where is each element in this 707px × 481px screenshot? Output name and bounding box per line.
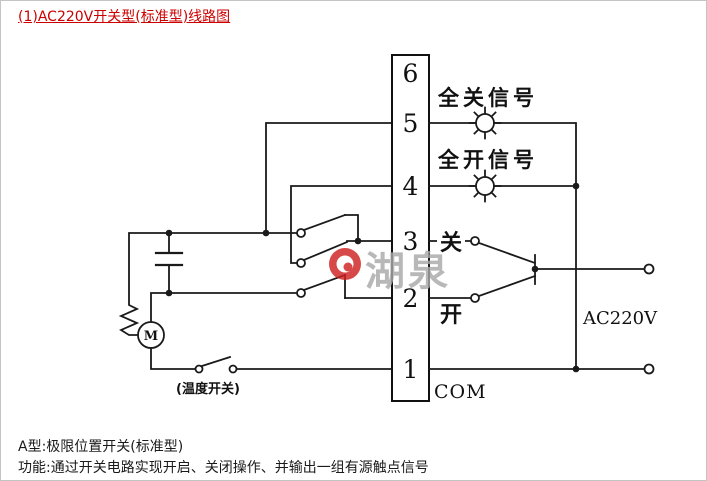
junction-dot [572,365,580,373]
internal-wiring: M [118,122,393,374]
terminal-1: 1 [403,355,419,384]
external-wiring [428,106,655,375]
footer-notes: A型:极限位置开关(标准型) 功能:通过开关电路实现开启、关闭操作、并输出一组有… [18,437,429,479]
watermark-text: 湖泉 [365,249,451,295]
temperature-switch-icon [194,355,238,374]
wire [150,292,298,323]
power-label: AC220V [582,308,658,329]
full-open-signal-label: 全开信号 [437,148,538,172]
terminal-2: 2 [403,284,419,313]
wire [493,122,577,370]
page-title-link[interactable]: (1)AC220V开关型(标准型)线路图 [18,9,231,25]
com-label: COM [434,381,487,403]
terminal-4: 4 [403,172,419,201]
junction-dot [165,229,173,237]
close-label: 关 [440,231,462,256]
junction-dot [262,229,270,237]
terminal-5: 5 [403,109,419,138]
contact-arm [302,213,347,232]
wire [150,347,196,370]
label-backing [437,229,465,253]
changeover-switch-icon [470,236,537,303]
temp-switch-label: (温度开关) [176,381,240,397]
terminal-6: 6 [403,59,419,88]
footer-line-function: 功能:通过开关电路实现开启、关闭操作、并输出一组有源触点信号 [18,460,429,476]
terminal-3: 3 [403,227,419,256]
motor-icon: M [137,321,165,349]
huquan-logo-icon [329,248,361,280]
terminal-block: 6 5 4 3 2 1 [391,54,430,402]
supply-terminal-neutral [643,363,655,375]
open-label: 开 [440,303,462,328]
footer-line-type: A型:极限位置开关(标准型) [18,439,184,455]
contact-node [296,288,306,298]
junction-dot [165,289,173,297]
wire [118,232,298,336]
watermark: 湖泉 [329,248,451,295]
motor-label: M [144,329,158,344]
diagram-labels: 全关信号 全开信号 关 开 COM AC220V (温度开关) [176,86,658,403]
contact-arm [302,240,349,262]
wire [265,122,393,234]
wire [290,185,393,264]
junction-dot [572,182,580,190]
full-close-signal-label: 全关信号 [437,86,538,110]
capacitor-icon [154,232,184,294]
contact-node [296,228,306,238]
supply-terminal-live [643,263,655,275]
wire [344,214,359,242]
